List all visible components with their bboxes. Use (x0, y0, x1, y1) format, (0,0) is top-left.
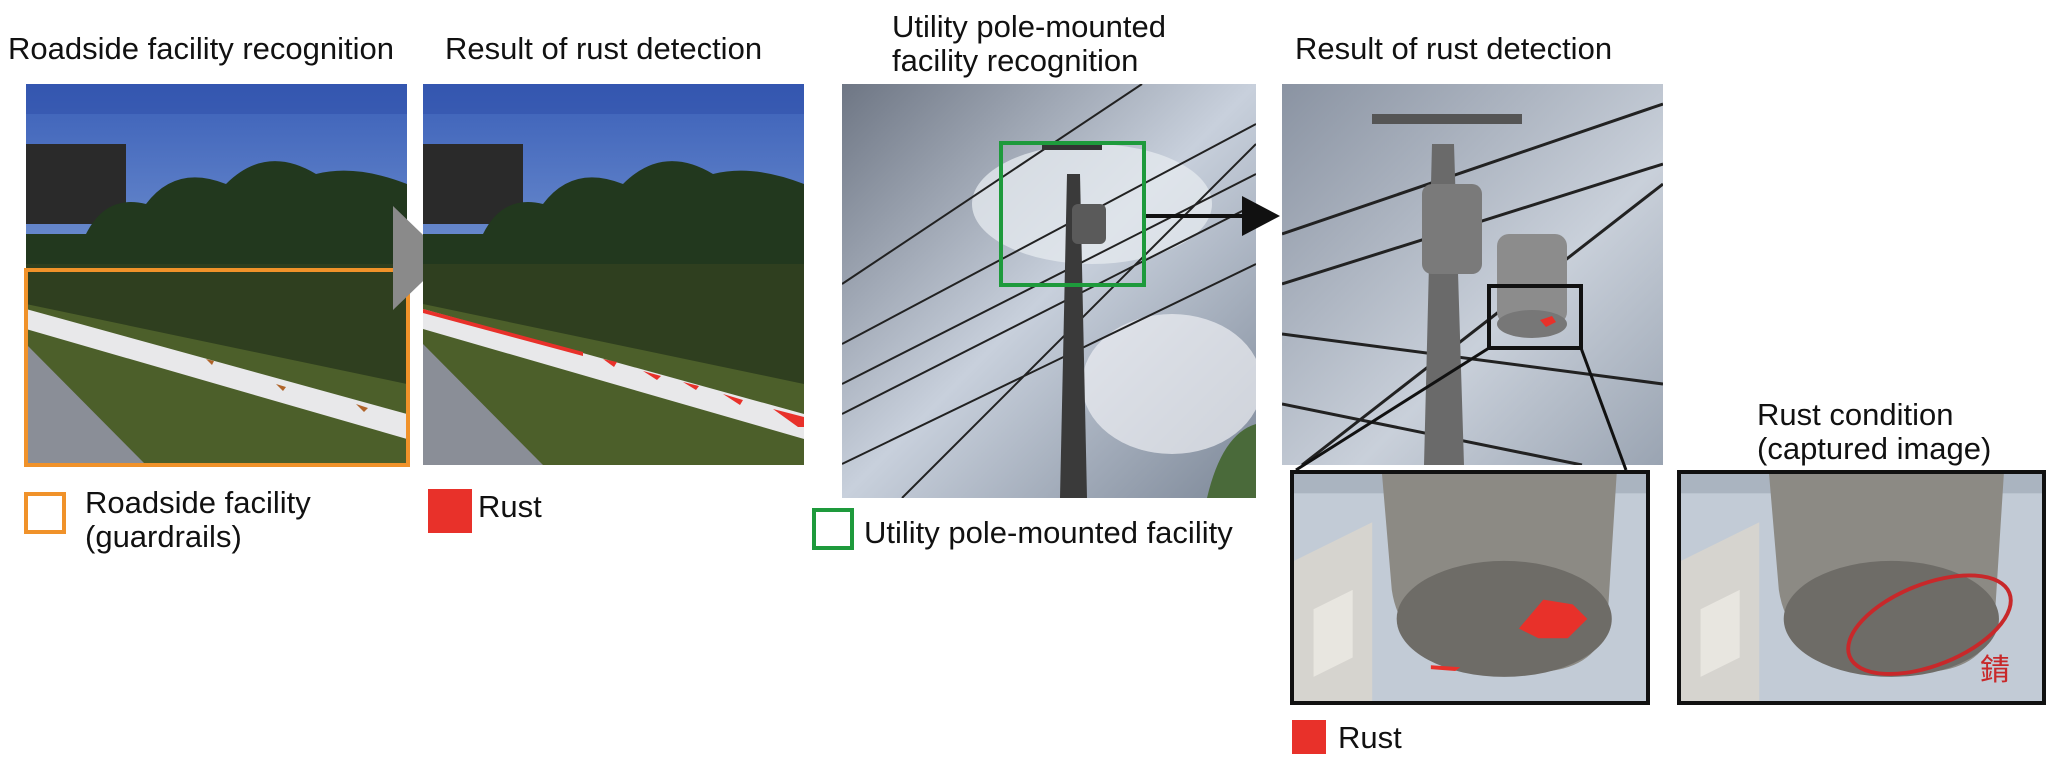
gray-arrow (393, 206, 447, 310)
pole-rust-image (1282, 84, 1663, 465)
rust-condition-image (1677, 470, 2046, 705)
rust-condition-title-line1: Rust condition (1757, 397, 1954, 432)
pole-rust-zoom-box (1487, 284, 1583, 350)
roadside-rust-legend: Rust (478, 489, 542, 524)
pole-facility-swatch (812, 508, 854, 550)
roadside-legend-line1: Roadside facility (85, 485, 311, 520)
roadside-recognition-image (26, 84, 407, 465)
zoom-lines (1295, 346, 1628, 472)
roadside-rust-swatch (428, 489, 472, 533)
roadside-facility-box (24, 268, 410, 467)
roadside-rust-image (423, 84, 804, 465)
pole-recognition-image (842, 84, 1256, 498)
roadside-rust-title: Result of rust detection (445, 31, 763, 66)
roadside-facility-swatch (24, 492, 66, 534)
roadside-legend-line2: (guardrails) (85, 519, 242, 554)
pole-recognition-title-line2: facility recognition (892, 43, 1139, 78)
zoomed-rust-detection-image (1290, 470, 1650, 705)
pole-rust-legend: Rust (1338, 720, 1402, 755)
roadside-recognition-title: Roadside facility recognition (8, 31, 394, 66)
black-arrow (1146, 196, 1280, 236)
pole-rust-title: Result of rust detection (1295, 31, 1613, 66)
pole-rust-swatch (1292, 720, 1326, 754)
rust-kanji-annotation: 錆 (1980, 654, 2010, 687)
pole-facility-box (999, 141, 1146, 287)
pole-recognition-title-line1: Utility pole-mounted (892, 9, 1166, 44)
rust-condition-title-line2: (captured image) (1757, 431, 1992, 466)
pole-facility-legend: Utility pole-mounted facility (864, 515, 1233, 550)
